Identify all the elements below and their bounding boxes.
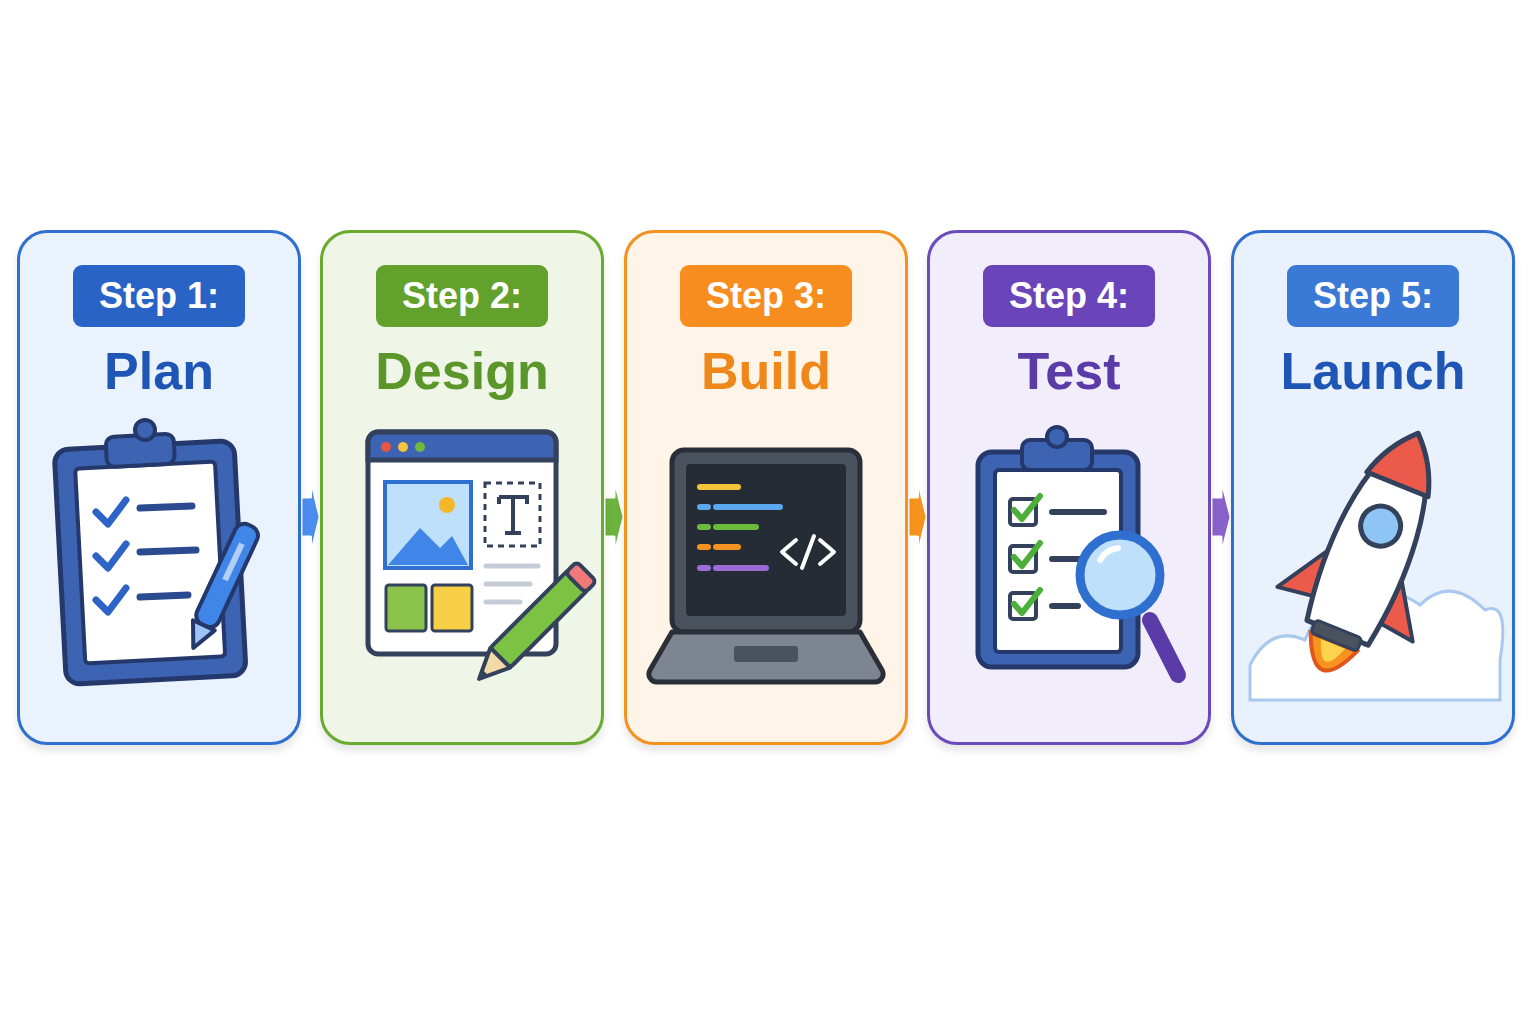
flow-arrow xyxy=(604,477,624,557)
launch-rocket-icon xyxy=(1250,406,1503,700)
build-laptop-icon xyxy=(649,450,883,682)
step-title: Plan xyxy=(20,341,298,401)
test-clipboard-icon xyxy=(978,427,1178,675)
step-panel: Step 3: Build xyxy=(624,230,908,745)
flow-arrow xyxy=(1211,477,1231,557)
step-title: Build xyxy=(627,341,905,401)
plan-clipboard-icon xyxy=(54,420,261,685)
step-badge: Step 5: xyxy=(1287,265,1459,327)
design-window-icon xyxy=(368,432,596,689)
flow-arrow xyxy=(301,477,320,557)
step-panel: Step 4: Test xyxy=(927,230,1211,745)
step-badge: Step 3: xyxy=(680,265,852,327)
step-title: Launch xyxy=(1234,341,1512,401)
step-panel: Step 5: Launch xyxy=(1231,230,1515,745)
step-panel: Step 2: Design xyxy=(320,230,604,745)
step-badge: Step 1: xyxy=(73,265,245,327)
step-panel: Step 1: Plan xyxy=(17,230,301,745)
flow-arrow xyxy=(908,477,927,557)
step-badge: Step 2: xyxy=(376,265,548,327)
step-title: Design xyxy=(323,341,601,401)
step-badge: Step 4: xyxy=(983,265,1155,327)
step-title: Test xyxy=(930,341,1208,401)
